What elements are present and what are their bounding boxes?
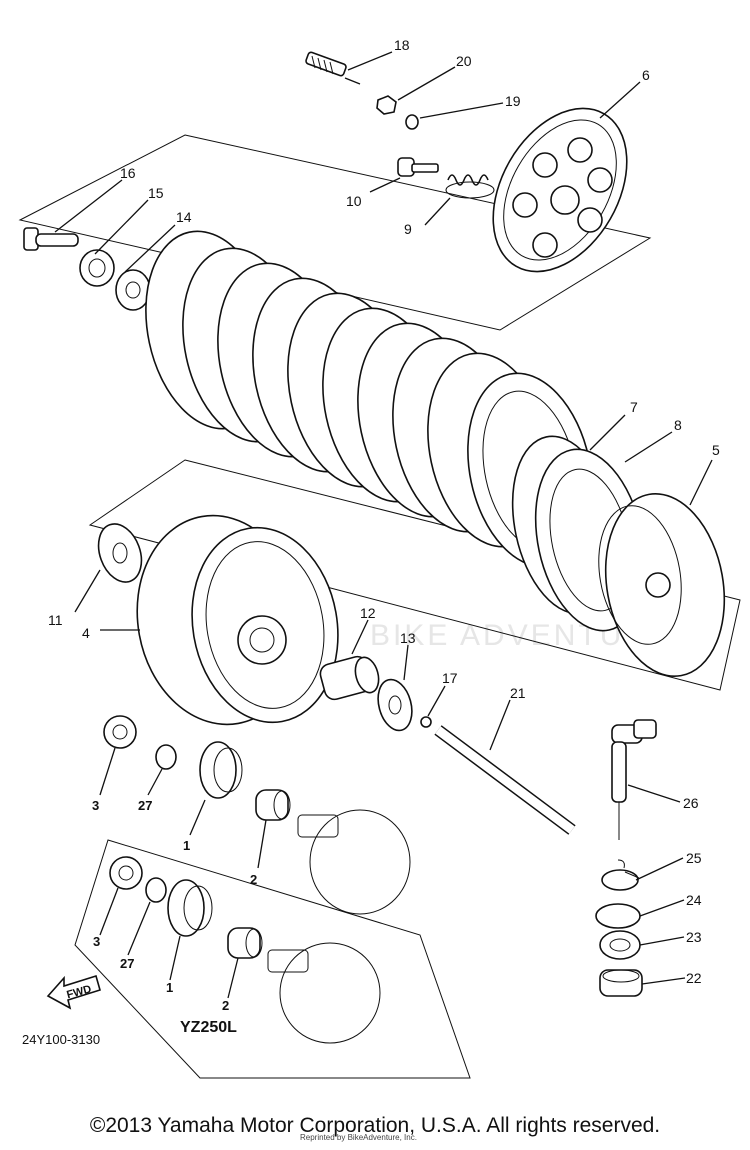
variant-part-27-circlip	[145, 877, 167, 903]
part-20-nut	[376, 95, 397, 115]
crankshaft-outline	[297, 809, 411, 915]
callout-14: 14	[176, 209, 192, 225]
part-15-bearing	[79, 249, 115, 287]
fwd-arrow-icon: FWD	[46, 974, 101, 1010]
part-12-spacer	[319, 655, 380, 701]
callout-25: 25	[686, 850, 702, 866]
callout-7: 7	[630, 399, 638, 415]
variant-part-2-collar	[227, 927, 263, 959]
model-label: YZ250L	[180, 1019, 237, 1036]
callout-26: 26	[683, 795, 699, 811]
callout-4: 4	[82, 625, 90, 641]
callout-1b: 1	[166, 980, 173, 995]
part-23-washer	[599, 930, 641, 960]
callout-15: 15	[148, 185, 164, 201]
part-1-primary-drive-gear	[199, 741, 243, 799]
callout-22: 22	[686, 970, 702, 986]
part-2-collar	[255, 789, 291, 821]
callout-27b: 27	[120, 956, 134, 971]
part-27-circlip	[155, 744, 177, 770]
callout-23: 23	[686, 929, 702, 945]
callout-numbers: 18 20 19 6 16 15 14 10 9 7 8 5 11 4 12 1…	[48, 37, 720, 1013]
callout-12: 12	[360, 605, 376, 621]
part-10-bolt	[397, 157, 439, 177]
callout-24: 24	[686, 892, 702, 908]
callout-11: 11	[48, 612, 63, 628]
callout-21: 21	[510, 685, 526, 701]
callout-8: 8	[674, 417, 682, 433]
variant-part-1-gear	[167, 879, 213, 937]
callout-2a: 2	[250, 872, 257, 887]
part-11-thrust-washer	[97, 523, 143, 583]
variant-crankshaft-outline	[267, 942, 381, 1044]
leader-lines	[54, 51, 713, 999]
part-16-push-rod	[23, 227, 79, 251]
part-24-oil-seal	[595, 903, 641, 929]
part-5-clutch-boss	[598, 493, 726, 677]
reprint-note: Reprinted by BikeAdventure, Inc.	[300, 1133, 417, 1142]
part-17-ball	[420, 716, 432, 728]
callout-6: 6	[642, 67, 650, 83]
callout-27a: 27	[138, 798, 152, 813]
part-21-push-rod	[434, 725, 576, 835]
part-22-needle-bearing	[599, 969, 643, 997]
part-26-push-lever	[611, 719, 657, 840]
copyright-notice: ©2013 Yamaha Motor Corporation, U.S.A. A…	[89, 1114, 661, 1137]
callout-3b: 3	[93, 934, 100, 949]
callout-1a: 1	[183, 838, 190, 853]
clutch-plate-stack	[145, 230, 593, 568]
callout-2b: 2	[222, 998, 229, 1013]
callout-19: 19	[505, 93, 521, 109]
callout-10: 10	[346, 193, 362, 209]
callout-5: 5	[712, 442, 720, 458]
callout-9: 9	[404, 221, 412, 237]
callout-16: 16	[120, 165, 136, 181]
part-3-bearing	[103, 715, 137, 749]
part-19-washer	[405, 114, 419, 130]
drawing-code: 24Y100-3130	[22, 1032, 100, 1047]
callout-3a: 3	[92, 798, 99, 813]
variant-part-3-bearing	[109, 856, 143, 890]
part-18-adjust-screw	[305, 51, 361, 85]
callout-18: 18	[394, 37, 410, 53]
callout-13: 13	[400, 630, 416, 646]
callout-17: 17	[442, 670, 458, 686]
part-4-clutch-housing	[136, 514, 339, 726]
part-9-spring	[445, 174, 495, 199]
part-13-washer	[377, 678, 413, 732]
variant-group-outline	[74, 839, 471, 1079]
callout-20: 20	[456, 53, 472, 69]
part-14-lock-washer	[115, 269, 151, 311]
part-25-return-spring	[601, 859, 640, 891]
part-6-pressure-plate	[492, 107, 628, 273]
